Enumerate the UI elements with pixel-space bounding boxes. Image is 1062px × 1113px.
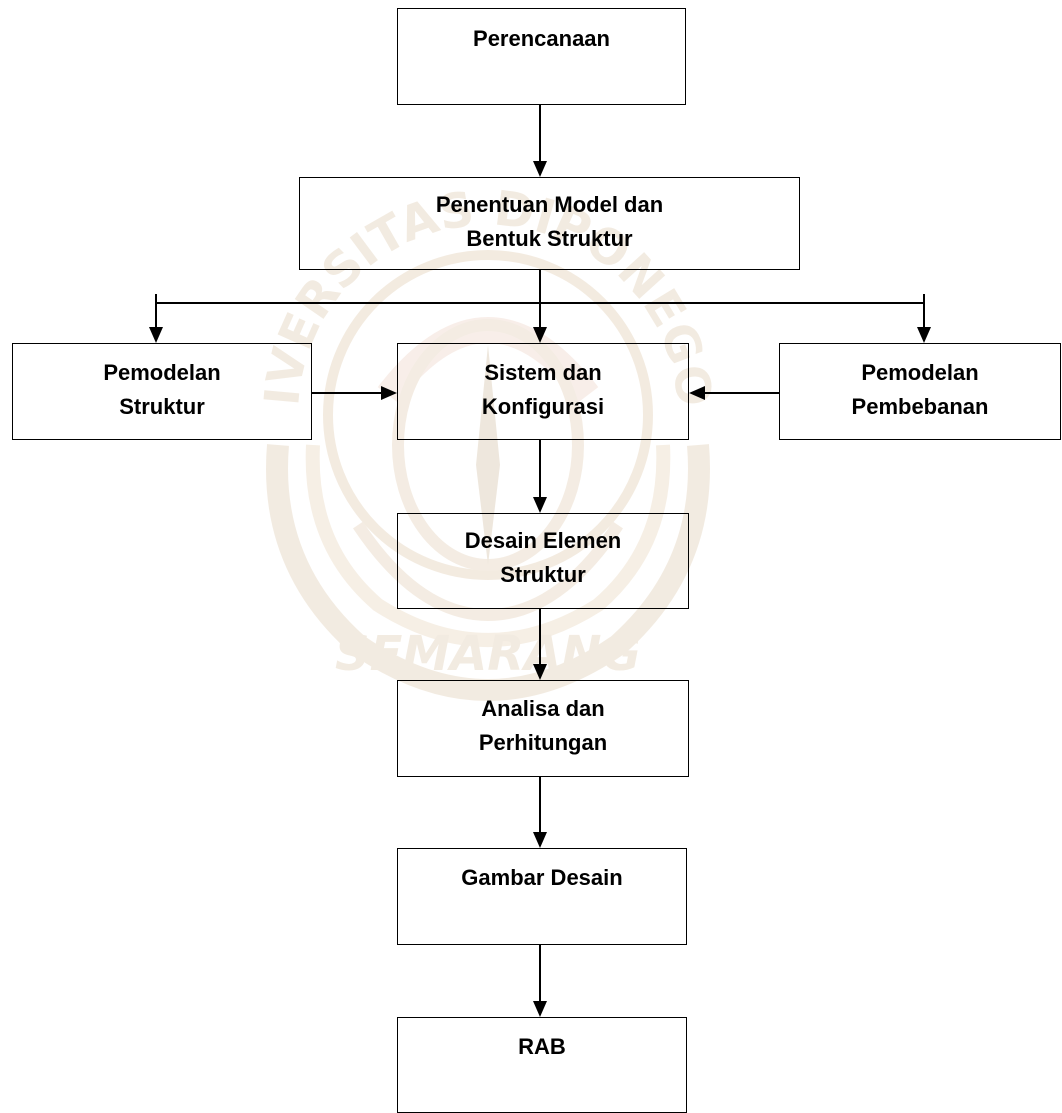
connector-analisa-gambar [539, 777, 541, 833]
connector-horizontal-branch [155, 302, 925, 304]
connector-to-pemodelan-struktur [155, 294, 157, 328]
arrowhead-to-desain [533, 497, 547, 513]
arrowhead-pembebanan-to-sistem [689, 386, 705, 400]
arrowhead-to-sistem [533, 327, 547, 343]
connector-pembebanan-to-sistem [705, 392, 779, 394]
node-desain-label-2: Struktur [500, 562, 586, 587]
connector-gambar-rab [539, 945, 541, 1002]
node-pemodelan-pembebanan-label-2: Pembebanan [851, 394, 989, 419]
watermark-bottom-text: SEMARANG [335, 626, 641, 682]
node-perencanaan [397, 8, 686, 105]
connector-sistem-desain [539, 440, 541, 498]
node-sistem-konfigurasi [397, 343, 689, 440]
node-analisa-label-1: Analisa dan [481, 696, 605, 721]
node-penentuan-label-2: Bentuk Struktur [466, 226, 633, 251]
node-pemodelan-struktur-label-2: Struktur [119, 394, 205, 419]
arrowhead-to-rab [533, 1001, 547, 1017]
node-sistem-label-1: Sistem dan [484, 360, 602, 385]
node-gambar-desain [397, 848, 687, 945]
node-rab-label: RAB [518, 1034, 566, 1059]
arrowhead-to-pemodelan-pembebanan [917, 327, 931, 343]
node-sistem-label-2: Konfigurasi [481, 394, 605, 419]
node-analisa [397, 680, 689, 777]
connector-penentuan-branch [539, 270, 541, 328]
node-perencanaan-label: Perencanaan [473, 26, 610, 51]
arrowhead-to-pemodelan-struktur [149, 327, 163, 343]
node-penentuan-label-1: Penentuan Model dan [435, 192, 664, 217]
node-penentuan [299, 177, 800, 270]
arrowhead-to-analisa [533, 664, 547, 680]
node-analisa-label-2: Perhitungan [478, 730, 608, 755]
university-seal-watermark: UNIVERSITAS DIPONEGORO SEMARANG [238, 145, 723, 701]
node-pemodelan-pembebanan-label-1: Pemodelan [861, 360, 979, 385]
node-pemodelan-struktur [12, 343, 312, 440]
node-pemodelan-struktur-label-1: Pemodelan [103, 360, 221, 385]
connector-desain-analisa [539, 609, 541, 665]
arrowhead-to-gambar [533, 832, 547, 848]
connector-perencanaan-penentuan [539, 105, 541, 162]
connector-struktur-to-sistem [312, 392, 382, 394]
arrowhead-to-penentuan [533, 161, 547, 177]
node-desain-label-1: Desain Elemen [464, 528, 622, 553]
node-desain-elemen [397, 513, 689, 609]
arrowhead-struktur-to-sistem [381, 386, 397, 400]
node-gambar-label: Gambar Desain [461, 865, 623, 890]
node-pemodelan-pembebanan [779, 343, 1061, 440]
connector-to-pemodelan-pembebanan [923, 294, 925, 328]
